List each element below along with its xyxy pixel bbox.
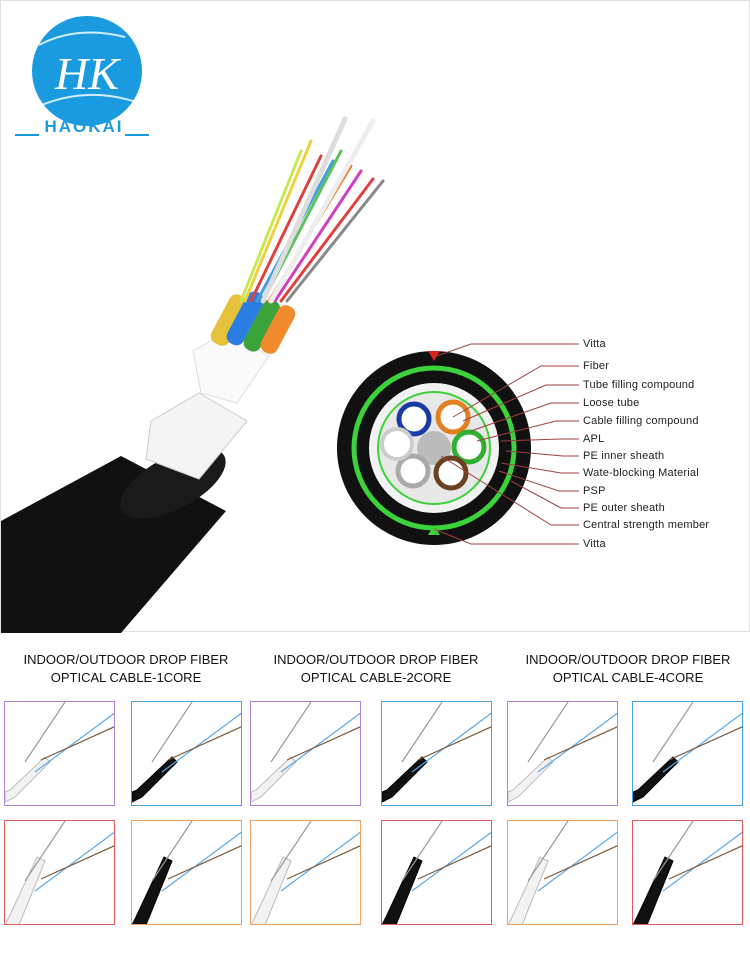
hero-panel: HK HAOKAI	[0, 0, 750, 633]
product-thumbnail[interactable]	[381, 701, 492, 806]
product-thumbnail[interactable]	[4, 820, 115, 925]
drop-cable-photo	[251, 702, 360, 803]
legend-leaders	[433, 343, 579, 545]
drop-cable-photo	[251, 821, 360, 924]
drop-cable-photo	[5, 821, 114, 924]
fiber-bundle	[239, 116, 385, 304]
product-thumbnail[interactable]	[381, 820, 492, 925]
product-thumbnail[interactable]	[4, 701, 115, 806]
product-thumbnail[interactable]	[131, 820, 242, 925]
drop-cable-photo	[508, 821, 617, 924]
loose-tube-orange	[260, 305, 296, 354]
drop-cable-photo	[508, 702, 617, 803]
logo-rule-right	[125, 134, 149, 136]
drop-cable-photo	[382, 821, 491, 924]
drop-cable-photo	[5, 702, 114, 803]
product-title-line1: INDOOR/OUTDOOR DROP FIBER	[273, 652, 479, 667]
loose-tube-blue	[226, 291, 265, 346]
product-title-1core: INDOOR/OUTDOOR DROP FIBER OPTICAL CABLE-…	[6, 651, 246, 687]
product-thumbnail[interactable]	[632, 701, 743, 806]
cable-illustration	[1, 116, 579, 633]
legend-cable-filling: Cable filling compound	[583, 415, 699, 427]
product-title-4core: INDOOR/OUTDOOR DROP FIBER OPTICAL CABLE-…	[508, 651, 748, 687]
legend-apl: APL	[583, 433, 605, 445]
logo-monogram: HK	[54, 48, 121, 99]
product-title-line2: OPTICAL CABLE-2CORE	[300, 670, 452, 685]
haokai-logo: HK	[17, 15, 157, 145]
product-thumbnail[interactable]	[507, 701, 618, 806]
product-title-line2: OPTICAL CABLE-1CORE	[50, 670, 202, 685]
product-thumbnail[interactable]	[131, 701, 242, 806]
logo-rule-left	[15, 134, 39, 136]
legend-tube-filling: Tube filling compound	[583, 379, 695, 391]
product-title-line2: OPTICAL CABLE-4CORE	[552, 670, 704, 685]
legend-central-strength: Central strength member	[583, 519, 710, 531]
product-thumbnail[interactable]	[507, 820, 618, 925]
legend-loose-tube: Loose tube	[583, 397, 640, 409]
drop-cable-photo	[132, 702, 241, 803]
product-title-line1: INDOOR/OUTDOOR DROP FIBER	[23, 652, 229, 667]
product-thumbnail[interactable]	[632, 820, 743, 925]
drop-cable-photo	[633, 821, 742, 924]
legend-water-blocking: Wate-blocking Material	[583, 467, 699, 479]
legend-pe-inner-sheath: PE inner sheath	[583, 450, 665, 462]
loose-tube-green	[243, 299, 281, 352]
inner-sheath	[145, 392, 248, 480]
loose-tube-yellow	[210, 294, 249, 346]
logo-wordmark: HAOKAI	[44, 117, 124, 136]
legend-fiber: Fiber	[583, 360, 610, 372]
drop-cable-photo	[633, 702, 742, 803]
drop-cable-photo	[132, 821, 241, 924]
product-title-line1: INDOOR/OUTDOOR DROP FIBER	[525, 652, 731, 667]
legend-vitta-top: Vitta	[583, 338, 606, 350]
legend-vitta-bottom: Vitta	[583, 538, 606, 550]
legend-pe-outer-sheath: PE outer sheath	[583, 502, 665, 514]
product-thumbnail[interactable]	[250, 701, 361, 806]
product-title-2core: INDOOR/OUTDOOR DROP FIBER OPTICAL CABLE-…	[256, 651, 496, 687]
product-thumbnail[interactable]	[250, 820, 361, 925]
cable-cross-section	[337, 351, 531, 545]
legend-psp: PSP	[583, 485, 606, 497]
drop-cable-photo	[382, 702, 491, 803]
